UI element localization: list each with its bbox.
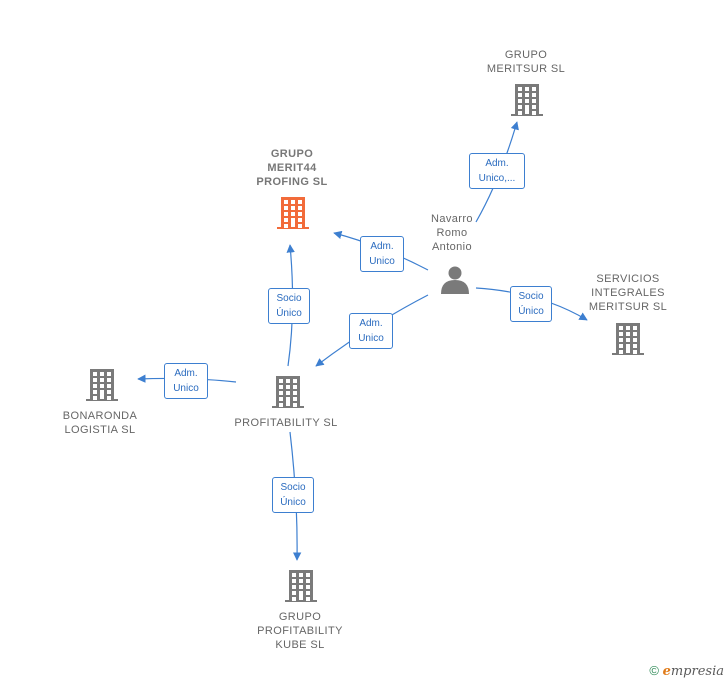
person-icon-navarro[interactable] bbox=[441, 266, 469, 295]
brand-logo-e: e bbox=[662, 664, 671, 679]
building-icon-profitability[interactable] bbox=[272, 376, 304, 408]
building-icon-grupo-merit44[interactable] bbox=[277, 197, 309, 229]
building-icon-grupo-meritsur[interactable] bbox=[511, 84, 543, 116]
node-label-servicios[interactable]: SERVICIOS INTEGRALES MERITSUR SL bbox=[588, 273, 668, 313]
brand-logo-text: mpresia bbox=[670, 664, 724, 679]
edge-label-profitability-bonaronda[interactable]: Adm. Unico bbox=[164, 363, 208, 399]
node-label-profitability[interactable]: PROFITABILITY SL bbox=[234, 417, 338, 429]
building-icon-bonaronda[interactable] bbox=[86, 369, 118, 401]
node-label-bonaronda[interactable]: BONARONDA LOGISTIA SL bbox=[62, 410, 138, 436]
node-label-navarro[interactable]: Navarro Romo Antonio bbox=[431, 213, 473, 253]
node-label-grupo-profitability[interactable]: GRUPO PROFITABILITY KUBE SL bbox=[257, 611, 343, 651]
copyright-footer: © empresia bbox=[649, 663, 724, 679]
building-icon-servicios[interactable] bbox=[612, 323, 644, 355]
node-label-grupo-merit44[interactable]: GRUPO MERIT44 PROFING SL bbox=[256, 148, 328, 188]
edge-label-profitability-grupo-merit44[interactable]: Socio Único bbox=[268, 288, 310, 324]
edge-label-profitability-grupo-profitability[interactable]: Socio Único bbox=[272, 477, 314, 513]
edge-label-navarro-profitability[interactable]: Adm. Unico bbox=[349, 313, 393, 349]
edge-label-navarro-grupo-merit44[interactable]: Adm. Unico bbox=[360, 236, 404, 272]
copyright-icon: © bbox=[649, 663, 659, 678]
building-icon-grupo-profitability[interactable] bbox=[285, 570, 317, 602]
edge-label-navarro-servicios[interactable]: Socio Único bbox=[510, 286, 552, 322]
node-label-grupo-meritsur[interactable]: GRUPO MERITSUR SL bbox=[486, 49, 566, 75]
edge-label-navarro-grupo-meritsur[interactable]: Adm. Unico,... bbox=[469, 153, 525, 189]
